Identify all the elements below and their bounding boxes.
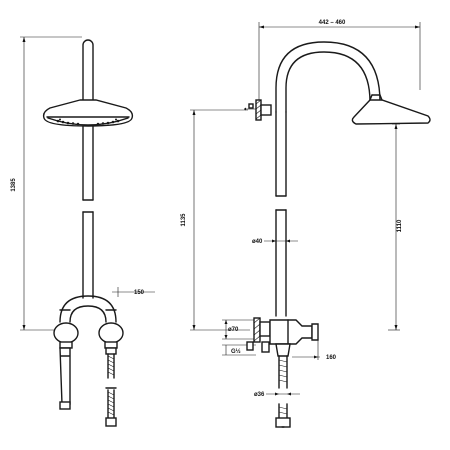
shower-head-side [351, 94, 431, 125]
hose-diameter-label: ø36 [254, 392, 265, 398]
wall-to-head-label: 1110 [397, 219, 403, 232]
total-height-dimension: 1385 [11, 36, 82, 331]
mixer-body-front [59, 295, 117, 323]
arm-reach-label: 442 – 460 [319, 20, 346, 26]
front-view: 1385 [11, 36, 155, 427]
hand-shower-front [59, 347, 71, 410]
side-view: 442 – 460 1110 [181, 20, 431, 428]
riser-pipe-upper [82, 39, 94, 201]
wall-to-bracket-label: 1135 [181, 213, 187, 227]
riser-pipe-lower [82, 211, 94, 299]
riser-pipe-side-upper [275, 111, 287, 197]
mixer-valve-side [269, 319, 319, 345]
pipe-diameter-dimension: ø40 [252, 239, 298, 245]
spray-nozzles [56, 118, 120, 126]
mixer-spacing-label: 150 [134, 290, 145, 296]
mixer-spacing-dimension: 150 [112, 287, 155, 297]
hose-diameter-dimension: ø36 [254, 392, 300, 398]
left-valve-knob [53, 322, 79, 349]
bracket-diameter-dimension: ø70 [222, 319, 256, 340]
hand-shower-side [275, 343, 291, 428]
wall-bracket-bottom [246, 317, 271, 353]
mixer-offset-dimension: 160 [292, 340, 337, 361]
wall-to-bracket-dimension: 1135 [181, 109, 250, 331]
total-height-label: 1385 [11, 178, 17, 192]
pipe-diameter-label: ø40 [252, 239, 263, 245]
bracket-diameter-label: ø70 [228, 327, 239, 333]
wall-to-head-dimension: 1110 [388, 123, 403, 331]
arm-reach-dimension: 442 – 460 [258, 20, 421, 105]
thread-label: G½ [231, 348, 241, 355]
wall-bracket-top [244, 99, 272, 121]
mixer-offset-label: 160 [326, 355, 337, 361]
right-valve-knob [98, 322, 124, 349]
gooseneck-arm [275, 41, 381, 113]
shower-head-front [42, 99, 134, 127]
riser-pipe-side-lower [275, 209, 287, 317]
hose-front [105, 347, 117, 427]
